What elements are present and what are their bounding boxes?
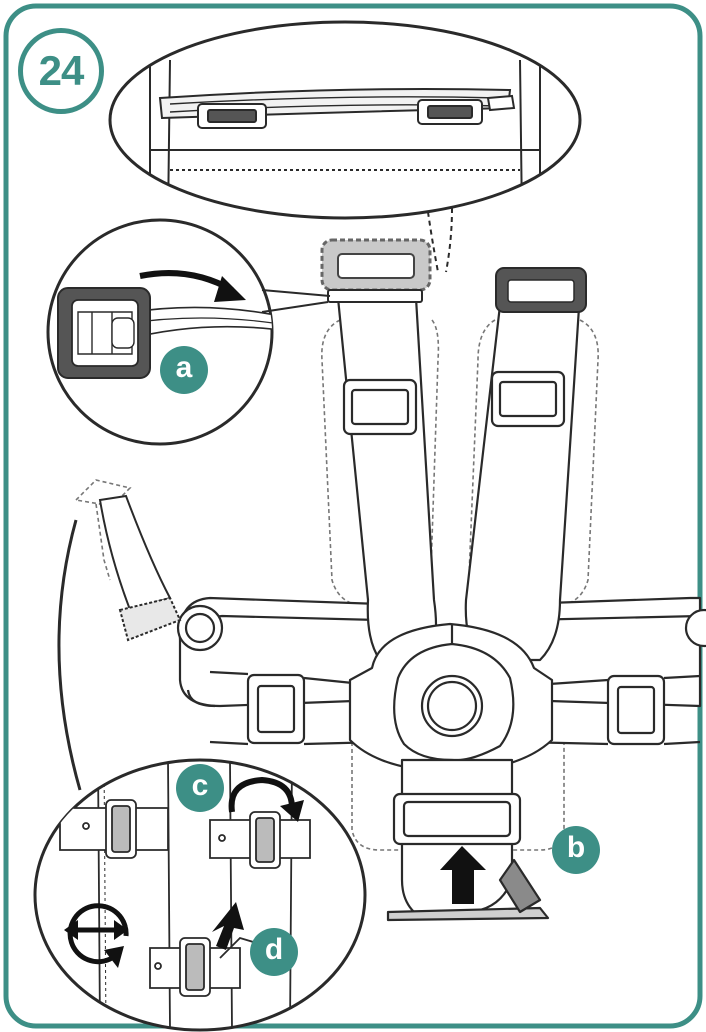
harness-main <box>176 286 706 922</box>
callout-label-c: c <box>191 769 209 802</box>
callout-badge-c: c <box>176 764 224 812</box>
bidirectional-arrow-icon <box>64 903 129 968</box>
callout-label-b: b <box>566 831 586 864</box>
crotch-base <box>386 906 550 922</box>
step-number: 24 <box>38 47 85 94</box>
callout-label-a: a <box>175 351 193 384</box>
callout-badge-d: d <box>250 928 298 976</box>
callout-badge-a: a <box>160 346 208 394</box>
step-badge: 24 <box>18 28 104 114</box>
up-arrow-icon <box>440 846 486 904</box>
outer-frame <box>3 3 703 1029</box>
up-arrow-d-icon <box>212 902 244 950</box>
callout-label-d: d <box>264 933 284 966</box>
hip-ring-right <box>684 608 706 648</box>
rotate-arrow-icon <box>228 776 295 813</box>
zoom-circle-a <box>46 218 331 446</box>
zoom-bubble-top <box>108 20 582 273</box>
callout-badge-b: b <box>552 826 600 874</box>
zoom-circle-bottom <box>33 519 367 1032</box>
